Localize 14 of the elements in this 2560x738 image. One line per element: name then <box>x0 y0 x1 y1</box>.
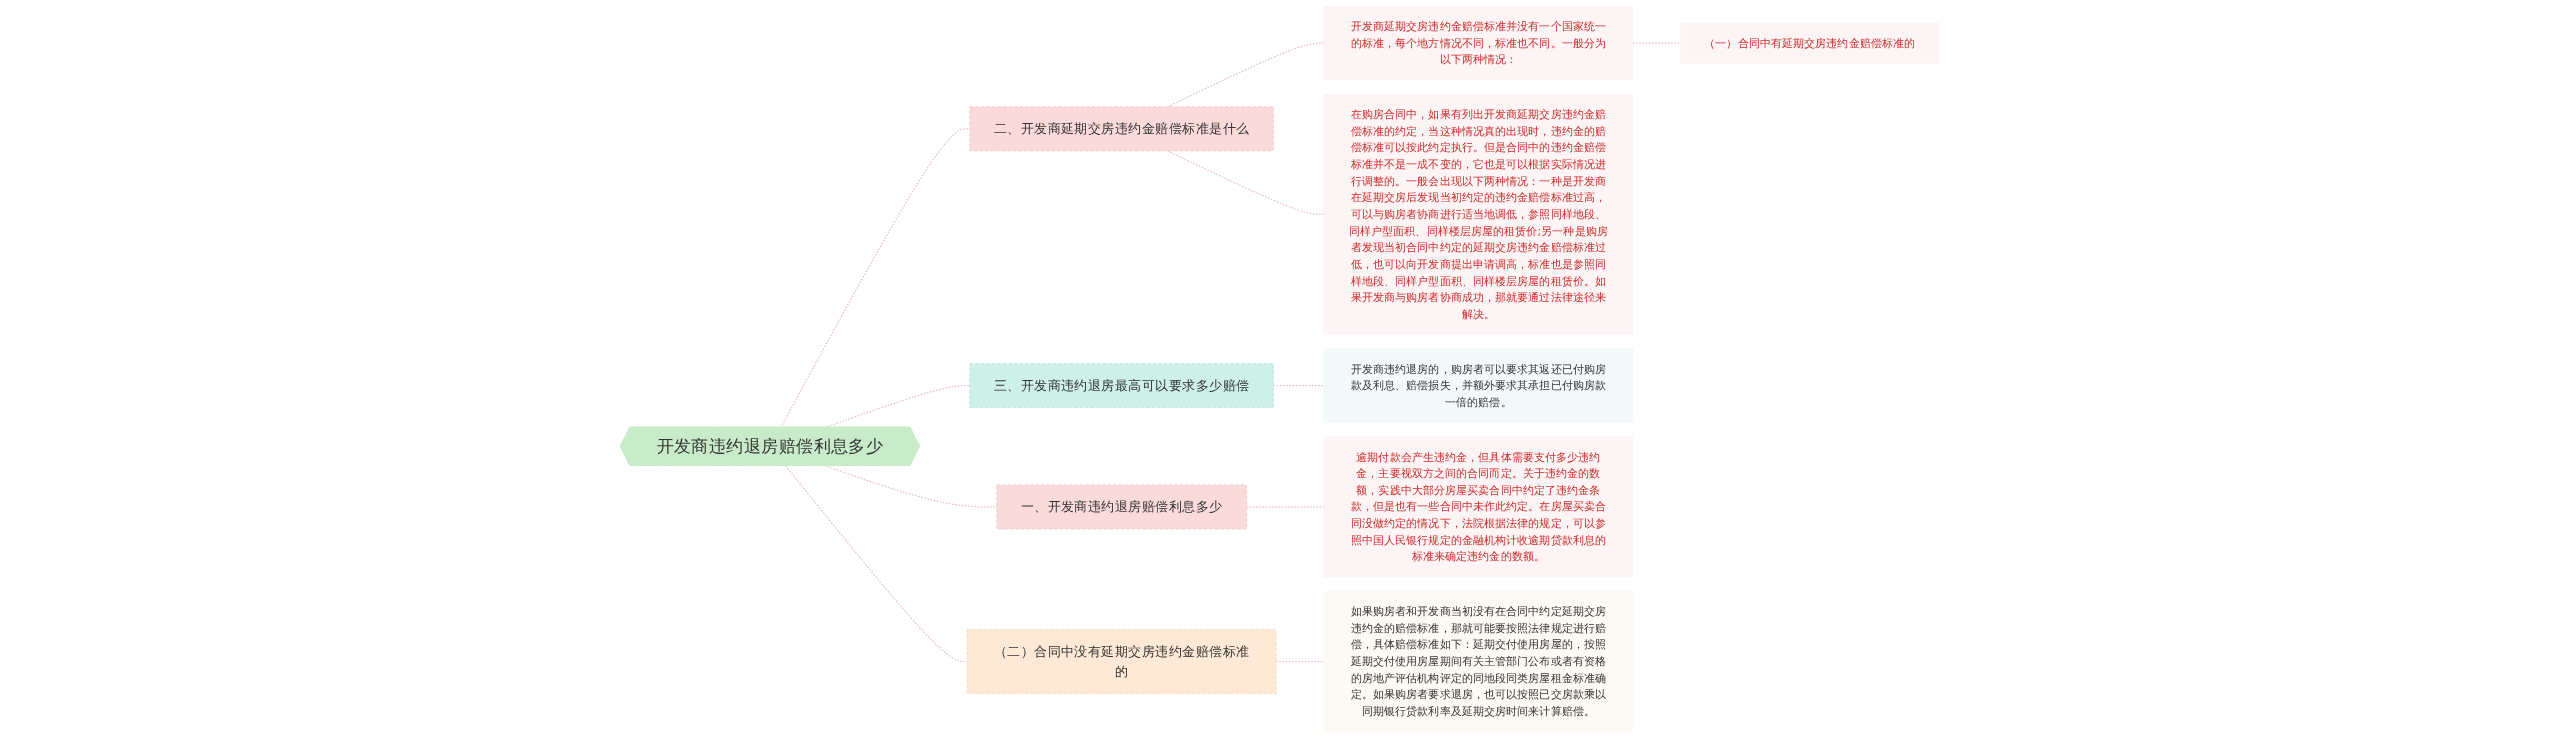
node-box: （一）合同中有延期交房违约金赔偿标准的 <box>1680 22 1940 64</box>
connector <box>1276 660 1325 663</box>
node-box: 一、开发商违约退房赔偿利息多少 <box>996 484 1248 530</box>
connector <box>1167 150 1325 215</box>
node-box: 开发商违约退房的，购房者可以要求其返还已付购房款及利息、赔偿损失，并额外要求其承担已付购房款一倍的赔偿。 <box>1323 348 1634 423</box>
node-box: 如果购房者和开发商当初没有在合同中约定延期交房违约金的赔偿标准，那就可能要按照法律规定进行赔偿，具体赔偿标准如下：延期交付使用房屋的，按照延期交付使用房屋期间有关主管部门公布或者有资格的房地产评估机构评定的同地段同类房屋租金标准确定。如果购房者要求退房，也可以按照已交房款乘以同期银行贷款利率及延期交房时间来计算赔偿。 <box>1323 590 1634 733</box>
connector <box>824 465 998 508</box>
node-box: 开发商延期交房违约金赔偿标准并没有一个国家统一的标准，每个地方情况不同，标准也不同。一般分为以下两种情况： <box>1323 5 1634 81</box>
node-box: （二）合同中没有延期交房违约金赔偿标准的 <box>967 629 1277 694</box>
connector <box>1273 385 1325 387</box>
node-box: 三、开发商违约退房最高可以要求多少赔偿 <box>969 363 1275 409</box>
connector <box>780 128 971 429</box>
node-box: 二、开发商延期交房违约金赔偿标准是什么 <box>969 106 1275 152</box>
node-box: 在购房合同中，如果有列出开发商延期交房违约金赔偿标准的约定，当这种情况真的出现时，违约金的赔偿标准可以按此约定执行。但是合同中的违约金赔偿标准并不是一成不变的，它也是可以根据实际情况进行调整的。一般会出现以下两种情况：一种是开发商在延期交房后发现当初约定的违约金赔偿标准过高，可以与购房者协商进行适当地调低，参照同样地段、同样户型面积、同样楼层房屋的租赁价;另一种是购房者发现当初合同中约定的延期交房违约金赔偿标准过低，也可以向开发商提出申请调高，标准也是参照同样地段、同样户型面积、同样楼层房屋的租赁价。如果开发商与购房者协商成功，那就要通过法律途径来解决。 <box>1323 93 1634 335</box>
